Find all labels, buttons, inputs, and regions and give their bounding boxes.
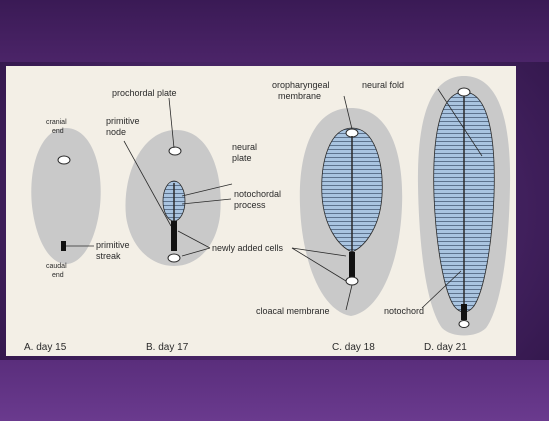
- label-notochord: notochord: [384, 306, 424, 316]
- embryo-d-day21: [418, 76, 510, 336]
- label-cranial-end-2: end: [52, 128, 64, 135]
- caption-d-day21: D. day 21: [424, 342, 467, 353]
- embryo-c-day18: [300, 108, 402, 316]
- embryo-a-day15: [31, 128, 100, 264]
- label-neural-fold: neural fold: [362, 80, 404, 90]
- label-notochordal-process-1: notochordal: [234, 189, 281, 199]
- label-prochordal-plate: prochordal plate: [112, 88, 177, 98]
- label-primitive-streak-2: streak: [96, 251, 121, 261]
- slide-bottom-band: [0, 360, 549, 421]
- embryo-figure-panel: prochordal plate cranial end primitive n…: [6, 66, 516, 356]
- label-primitive-node-1: primitive: [106, 116, 140, 126]
- caption-b-day17: B. day 17: [146, 342, 189, 353]
- label-caudal-end-2: end: [52, 272, 64, 279]
- label-cloacal-membrane: cloacal membrane: [256, 306, 330, 316]
- label-notochordal-process-2: process: [234, 200, 266, 210]
- label-primitive-node-2: node: [106, 127, 126, 137]
- embryo-b-day17: [125, 130, 220, 266]
- label-oropharyngeal-membrane-2: membrane: [278, 91, 321, 101]
- label-primitive-streak-1: primitive: [96, 240, 130, 250]
- label-neural-plate-2: plate: [232, 153, 252, 163]
- embryo-development-diagram: prochordal plate cranial end primitive n…: [6, 66, 516, 356]
- label-neural-plate-1: neural: [232, 142, 257, 152]
- caption-a-day15: A. day 15: [24, 342, 67, 353]
- label-oropharyngeal-membrane-1: oropharyngeal: [272, 80, 330, 90]
- label-cranial-end-1: cranial: [46, 119, 67, 126]
- caption-c-day18: C. day 18: [332, 342, 375, 353]
- label-caudal-end-1: caudal: [46, 263, 67, 270]
- slide-top-band: [0, 0, 549, 62]
- label-newly-added-cells: newly added cells: [212, 243, 284, 253]
